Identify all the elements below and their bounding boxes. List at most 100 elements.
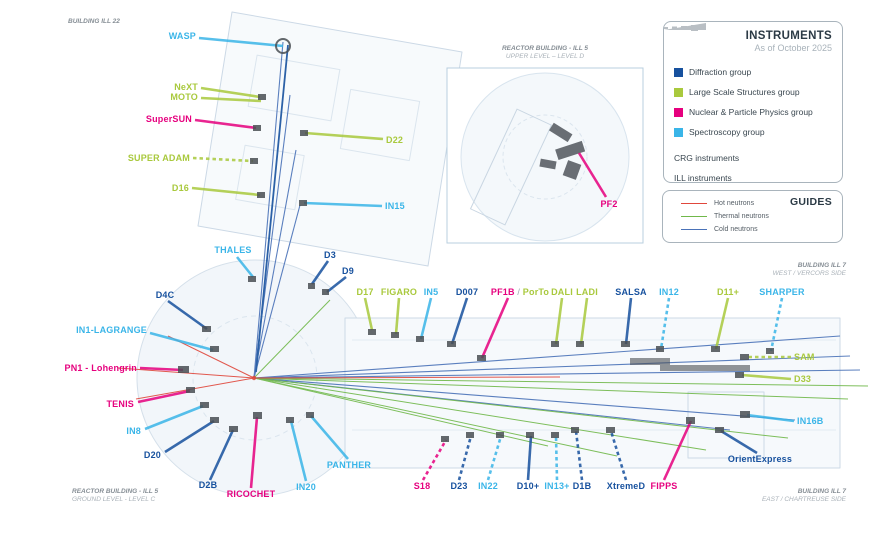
caption-building-ill22: BUILDING ILL 22 [68,18,120,25]
leader-d20 [164,419,215,454]
spectroscopy-swatch [674,127,683,137]
label-figaro: FIGARO [380,287,418,297]
leader-sharper [769,297,784,352]
leader-panther [310,415,349,460]
legend-spectroscopy-group: Spectroscopy group [674,127,832,137]
label-dali: DALI [551,287,573,297]
label-in12: IN12 [659,287,679,297]
instrument-marks [178,38,774,442]
label-pf1b-porto: PF1B / PorTo [491,287,549,297]
caption-reactor-ground: REACTOR BUILDING - ILL 5 GROUND LEVEL - … [72,488,159,503]
label-d007: D007 [455,287,479,297]
label-d16: D16 [171,183,189,193]
label-thales: THALES [214,245,252,255]
leader-next [200,86,261,99]
ill-taper-mark [664,23,706,30]
leader-d007 [450,297,469,345]
label-in15: IN15 [385,201,405,211]
label-ricochet: RICOCHET [226,489,276,499]
label-pf2: PF2 [600,199,618,209]
legend-npp-group: Nuclear & Particle Physics group [674,107,832,117]
leader-fipps [662,420,693,481]
label-in1-lagrange: IN1-LAGRANGE [76,325,147,335]
leader-pf2 [577,152,608,198]
ill22-room [235,144,305,211]
leader-d4c [167,299,208,331]
inset-reactor-upper [446,67,644,244]
leader-d3 [310,260,330,285]
label-panther: PANTHER [326,460,372,470]
instruments-legend-panel: INSTRUMENTS As of October 2025 Diffracti… [663,21,843,183]
label-leaders [137,36,795,489]
leader-in22 [486,435,503,481]
leader-d17 [363,297,374,331]
lss-swatch [674,87,683,97]
label-d33: D33 [794,374,812,384]
label-ladi: LADI [576,287,598,297]
guides-hot-row: Hot neutrons [673,199,832,208]
label-pf1b-separator: / [514,287,523,297]
leader-in15 [303,201,383,208]
label-d20: D20 [143,450,161,460]
leader-in12 [659,297,671,350]
leader-d11 [714,297,730,350]
leader-in16b [746,413,795,423]
leader-d1b [574,430,584,481]
label-orientexpress: OrientExpress [727,454,793,464]
label-in8: IN8 [126,426,141,436]
leader-tenis [137,389,191,404]
legend-subtitle: As of October 2025 [754,43,832,53]
leader-in13 [554,435,559,481]
label-d9: D9 [342,266,354,276]
legend-ill-row: ILL instruments [664,23,832,183]
guides-cold-row: Cold neutrons [673,225,832,234]
leader-d23 [457,435,473,481]
label-d4c: D4C [155,290,175,300]
label-d17: D17 [356,287,374,297]
leader-pn1 [139,366,184,372]
label-salsa: SALSA [615,287,647,297]
leader-d9 [326,275,347,294]
leader-in8 [144,404,204,431]
caption-reactor-upper: REACTOR BUILDING - ILL 5 UPPER LEVEL – L… [501,45,589,60]
guides-legend-panel: GUIDES Hot neutrons Thermal neutrons Col… [662,190,843,243]
label-in22: IN22 [478,481,498,491]
label-in5: IN5 [423,287,439,297]
guide-cold-bundle [255,44,289,373]
diffraction-swatch [674,67,683,77]
label-sharper: SHARPER [759,287,805,297]
legend-diffraction-group: Diffraction group [674,67,832,77]
label-sam: SAM [794,352,815,362]
east-hall-annex [687,391,765,459]
label-d23: D23 [450,481,468,491]
leader-supersun [194,118,257,130]
label-pn1-lohengrin: PN1 - Lohengrin [64,363,137,373]
label-in13plus: IN13+ [544,481,570,491]
label-next: NeXT [174,82,198,92]
leader-ladi [579,297,589,345]
label-porto: PorTo [522,287,550,297]
npp-swatch [674,107,683,117]
label-d11plus: D11+ [716,287,740,297]
label-d3: D3 [324,250,336,260]
label-d1b: D1B [572,481,592,491]
leader-in5 [419,297,433,340]
leader-salsa [624,297,633,345]
label-superadam: SUPER ADAM [127,153,190,163]
guides-title: GUIDES [789,196,832,208]
label-moto: MOTO [170,92,198,102]
leader-xtremed [609,430,628,481]
label-s18: S18 [413,481,431,491]
leader-d33 [741,373,792,381]
leader-orientexpress [720,429,758,455]
leader-s18 [421,439,448,481]
leader-pf1b [480,297,510,359]
leader-d10 [526,435,533,481]
leader-ricochet [249,416,259,489]
hot-neutrons-line [681,202,707,205]
ill22-room [247,54,341,122]
leader-in1 [149,331,214,352]
leader-thales [235,256,255,278]
inset-instrument-cluster [539,122,586,180]
